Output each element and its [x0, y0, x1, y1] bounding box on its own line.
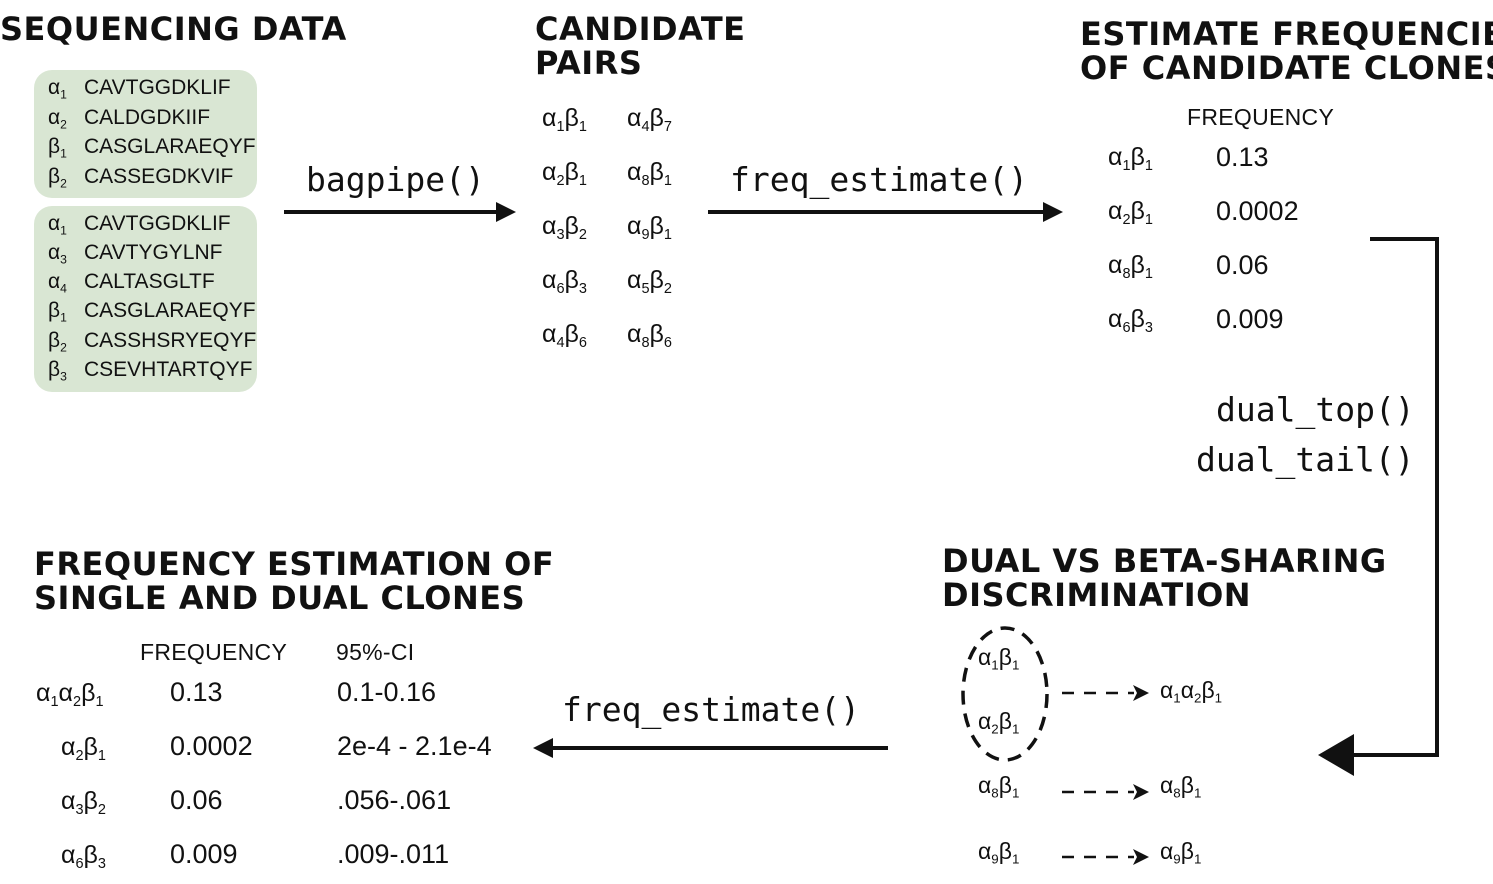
title-final-line1: FREQUENCY ESTIMATION OF: [34, 545, 555, 583]
final-frequency-value: 0.06: [170, 785, 223, 815]
candidate-pair: α9β1: [627, 212, 672, 244]
dual-top-function-label: dual_top(): [1216, 390, 1415, 429]
single-clone-result: α8β1: [1160, 772, 1202, 801]
single-pair-label: α9β1: [978, 838, 1020, 867]
dual-dashed-arrowhead: [1133, 685, 1149, 701]
freq-estimate-top-label: freq_estimate(): [730, 160, 1029, 199]
candidate-pair: α2β1: [542, 158, 587, 190]
grouped-pair-label: α1β1: [978, 644, 1020, 673]
final-frequency-value: 0.13: [170, 677, 223, 707]
bagpipe-function-label: bagpipe(): [306, 160, 485, 199]
candidate-clone-label: α1β1: [1108, 143, 1153, 175]
single-pair-label: α8β1: [978, 772, 1020, 801]
title-estimate-frequencies: ESTIMATE FREQUENCIES OF CANDIDATE CLONES: [1080, 17, 1493, 85]
dual-grouping-ellipse: [961, 626, 1049, 762]
dual-tail-function-label: dual_tail(): [1196, 440, 1415, 479]
title-estimate-line1: ESTIMATE FREQUENCIES: [1080, 15, 1493, 53]
title-final-estimation: FREQUENCY ESTIMATION OF SINGLE AND DUAL …: [34, 547, 554, 615]
final-ci-value: .009-.011: [337, 839, 450, 869]
candidate-pair: α5β2: [627, 266, 672, 298]
candidate-pair: α6β3: [542, 266, 587, 298]
dual-clone-result: α1α2β1: [1160, 677, 1223, 706]
candidate-pair: α4β7: [627, 104, 672, 136]
freq-estimate-bottom-label: freq_estimate(): [562, 690, 861, 729]
candidate-pair: α3β2: [542, 212, 587, 244]
candidate-frequency-value: 0.009: [1216, 304, 1284, 334]
final-frequency-value: 0.009: [170, 839, 238, 869]
single-clone-result: α9β1: [1160, 838, 1202, 867]
title-final-line2: SINGLE AND DUAL CLONES: [34, 579, 526, 617]
candidate-pair: α8β6: [627, 320, 672, 352]
title-dual-line2: DISCRIMINATION: [942, 576, 1252, 614]
final-clone-label: α6β3: [61, 841, 106, 873]
title-candidate-pairs: CANDIDATE PAIRS: [535, 12, 746, 80]
freq-estimate-top-arrowhead: [1043, 202, 1063, 222]
candidate-frequency-value: 0.13: [1216, 142, 1269, 172]
title-candidate-pairs-line2: PAIRS: [535, 44, 643, 82]
single-dashed-arrowhead: [1133, 784, 1149, 800]
title-sequencing-data: SEQUENCING DATA: [0, 10, 347, 48]
final-clone-label: α1α2β1: [36, 679, 104, 711]
title-estimate-line2: OF CANDIDATE CLONES: [1080, 49, 1493, 87]
title-dual-discrimination: DUAL VS BETA-SHARING DISCRIMINATION: [942, 544, 1387, 612]
final-clone-label: α2β1: [61, 733, 106, 765]
candidate-pair: α8β1: [627, 158, 672, 190]
grouped-pair-label: α2β1: [978, 708, 1020, 737]
candidate-clone-label: α6β3: [1108, 305, 1153, 337]
final-ci-value: 2e-4 - 2.1e-4: [337, 731, 492, 761]
candidate-pair: α1β1: [542, 104, 587, 136]
final-clone-label: α3β2: [61, 787, 106, 819]
candidate-frequency-header: FREQUENCY: [1187, 104, 1335, 130]
candidate-pair: α4β6: [542, 320, 587, 352]
title-dual-line1: DUAL VS BETA-SHARING: [942, 542, 1387, 580]
final-frequency-header: FREQUENCY: [140, 639, 288, 665]
dual-connector-line: [1350, 237, 1439, 757]
title-candidate-pairs-line1: CANDIDATE: [535, 10, 746, 48]
single-dashed-arrowhead: [1133, 849, 1149, 865]
final-ci-value: 0.1-0.16: [337, 677, 437, 707]
final-ci-header: 95%-CI: [336, 639, 415, 665]
final-ci-value: .056-.061: [337, 785, 452, 815]
candidate-clone-label: α8β1: [1108, 251, 1153, 283]
candidate-frequency-value: 0.06: [1216, 250, 1269, 280]
candidate-clone-label: α2β1: [1108, 197, 1153, 229]
dual-connector-arrowhead: [1318, 734, 1354, 776]
final-frequency-value: 0.0002: [170, 731, 253, 761]
candidate-frequency-value: 0.0002: [1216, 196, 1299, 226]
bagpipe-arrowhead: [496, 202, 516, 222]
freq-estimate-bottom-arrowhead: [533, 738, 553, 758]
